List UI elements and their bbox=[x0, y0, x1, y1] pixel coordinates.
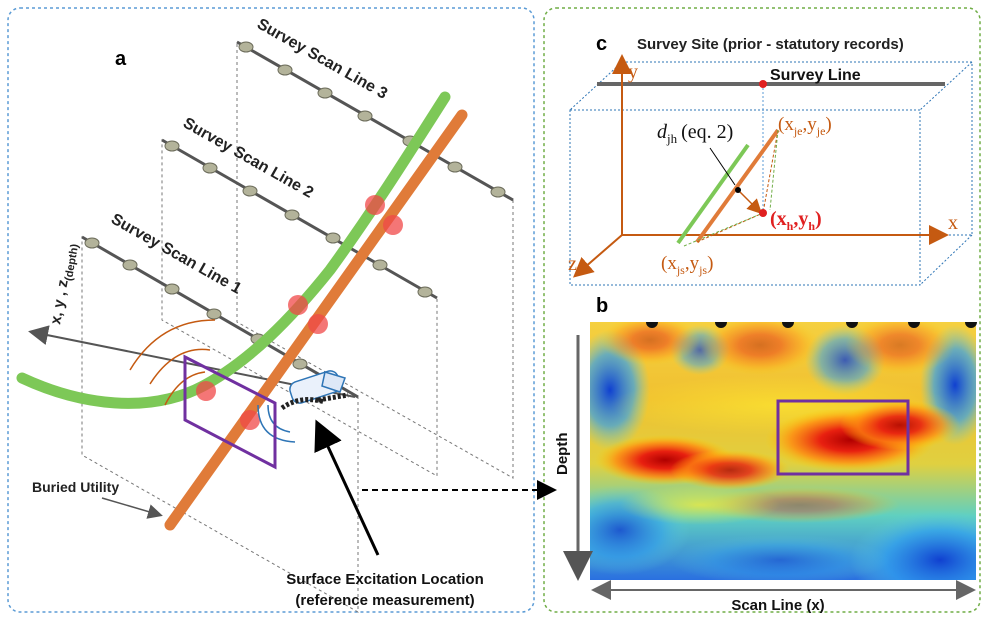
excitation-label-line1: Surface Excitation Location bbox=[286, 571, 484, 588]
depth-axis-label: Depth bbox=[554, 433, 571, 476]
gpr-device-icon bbox=[280, 370, 349, 411]
point-h-label: (xh,yh) bbox=[770, 208, 822, 233]
z-axis bbox=[572, 234, 623, 278]
y-axis-label: y bbox=[628, 61, 638, 83]
wave-arcs bbox=[129, 319, 216, 406]
construction-lines bbox=[683, 129, 779, 247]
scan-line-axis-label: Scan Line (x) bbox=[731, 597, 824, 614]
excitation-pointer-arrow bbox=[314, 419, 380, 556]
green-utility bbox=[16, 91, 451, 409]
survey-line-label: Survey Line bbox=[770, 67, 861, 84]
orange-utility-segment bbox=[695, 128, 780, 244]
d-jh-label: djh(eq. 2) bbox=[657, 121, 733, 146]
foot-point bbox=[735, 187, 741, 193]
radargram-target-box bbox=[776, 399, 910, 476]
excitation-label-line2: (reference measurement) bbox=[295, 592, 474, 609]
x-axis-label: x bbox=[948, 212, 958, 234]
panel-c-title: Survey Site (prior - statutory records) bbox=[637, 36, 904, 53]
buried-utility-label: Buried Utility bbox=[32, 479, 119, 495]
intersection-markers bbox=[196, 195, 403, 430]
panel-a: a Survey Scan Line 3 Survey Scan Line 2 … bbox=[16, 16, 557, 613]
d-jh-arrow bbox=[737, 189, 763, 215]
point-js-label: (xjs,yjs) bbox=[661, 253, 713, 277]
point-je-label: (xje,yje) bbox=[778, 114, 832, 138]
panel-a-letter: a bbox=[115, 48, 127, 70]
surface-markers bbox=[646, 322, 977, 328]
survey-line-point bbox=[759, 80, 767, 88]
panel-c-letter: c bbox=[596, 33, 607, 55]
purple-cross-section bbox=[183, 354, 277, 470]
radargram-image bbox=[590, 322, 977, 580]
buried-utility-arrow bbox=[101, 497, 163, 519]
scan-plane-3 bbox=[236, 41, 514, 479]
green-utility-segment bbox=[676, 143, 750, 245]
panel-b-letter: b bbox=[596, 295, 608, 317]
axes-label: x, y , z(depth) bbox=[47, 241, 81, 326]
sensor-beads bbox=[84, 41, 506, 370]
point-h bbox=[759, 209, 767, 217]
d-jh-leader bbox=[709, 147, 736, 186]
z-axis-label: z bbox=[568, 253, 577, 275]
panel-b: b bbox=[554, 295, 977, 614]
panel-bc-border bbox=[543, 7, 981, 613]
panel-c: c Survey Site (prior - statutory records… bbox=[568, 33, 973, 286]
panel-a-border bbox=[7, 7, 535, 613]
site-box bbox=[569, 61, 973, 286]
